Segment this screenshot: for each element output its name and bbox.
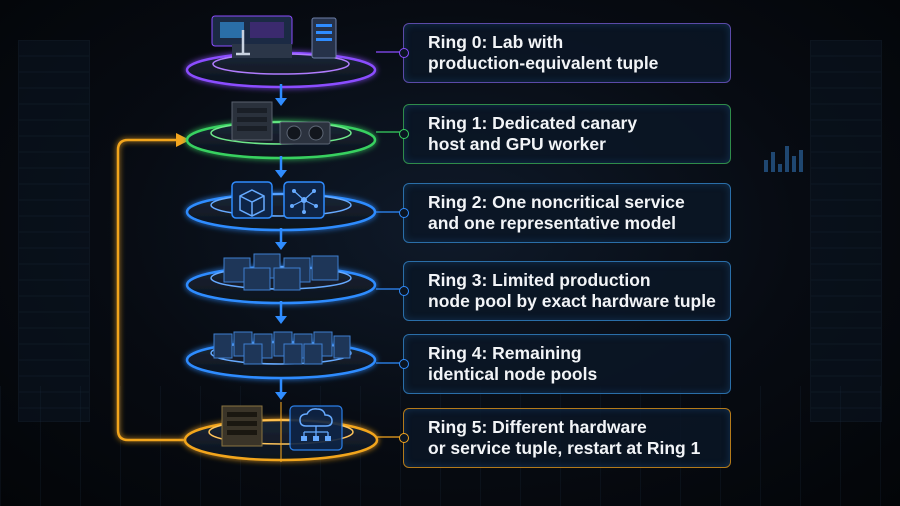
ring0-subtitle: production-equivalent tuple xyxy=(428,53,659,73)
ring5-subtitle: or service tuple, restart at Ring 1 xyxy=(428,438,701,458)
cube-icon xyxy=(231,181,273,219)
down-arrow-1-2 xyxy=(275,156,287,178)
ring2-subtitle: and one representative model xyxy=(428,213,676,233)
ring4-subtitle: identical node pools xyxy=(428,364,598,384)
restart-loop-arrowhead xyxy=(176,133,190,147)
gpu-card-icon xyxy=(279,121,331,145)
server-icon xyxy=(231,101,273,141)
down-arrow-4-5 xyxy=(275,378,287,400)
ring1-subtitle: host and GPU worker xyxy=(428,134,606,154)
down-arrow-3-4 xyxy=(275,301,287,324)
ring3-title: Ring 3: Limited production xyxy=(428,270,651,290)
down-arrow-0-1 xyxy=(275,84,287,106)
background-bar-chart-icon xyxy=(764,146,803,172)
ring1-title: Ring 1: Dedicated canary xyxy=(428,113,638,133)
ring4-title: Ring 4: Remaining xyxy=(428,343,582,363)
connector-dot xyxy=(399,433,409,443)
network-icon xyxy=(283,181,325,219)
connector-dot xyxy=(399,359,409,369)
connector-dot xyxy=(399,129,409,139)
restart-loop-line xyxy=(116,138,190,442)
ring-platform-2 xyxy=(185,192,377,232)
background-server-rack-right xyxy=(810,40,882,422)
lab-equipment-icon xyxy=(211,15,337,59)
ring0-title: Ring 0: Lab with xyxy=(428,32,564,52)
connector-dot xyxy=(399,208,409,218)
ring2-title: Ring 2: One noncritical service xyxy=(428,192,685,212)
cloud-network-icon xyxy=(289,405,343,451)
ring5-title: Ring 5: Different hardware xyxy=(428,417,647,437)
server-cluster-icon xyxy=(223,253,339,291)
server-icon xyxy=(221,405,263,447)
server-cluster-icon xyxy=(213,331,351,365)
ring3-subtitle: node pool by exact hardware tuple xyxy=(428,291,716,311)
connector-dot xyxy=(399,286,409,296)
down-arrow-2-3 xyxy=(275,228,287,250)
ring-platform-0 xyxy=(185,51,377,89)
background-server-rack-left xyxy=(18,40,90,422)
connector-dot xyxy=(399,48,409,58)
